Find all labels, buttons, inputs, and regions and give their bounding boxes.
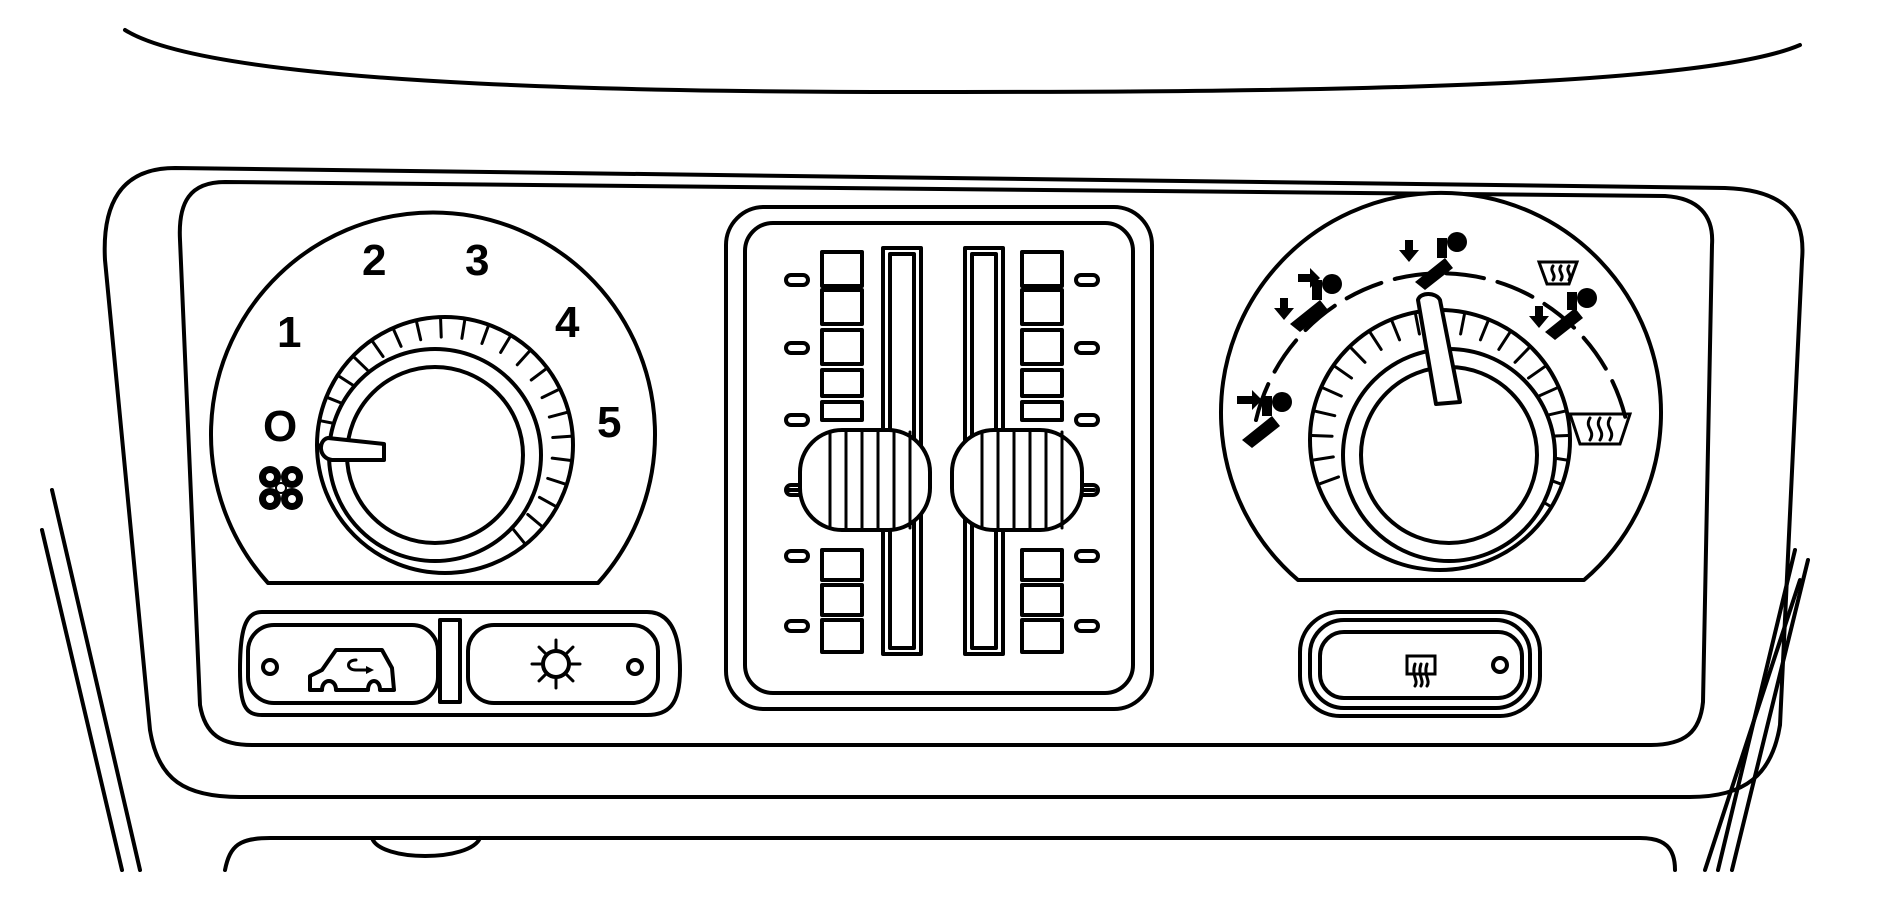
- fan-speed-knob[interactable]: [315, 315, 575, 575]
- temperature-slider-panel: [724, 205, 1154, 711]
- temperature-tick-mark: [784, 549, 810, 563]
- fan-scale-off: O: [263, 402, 297, 451]
- rear-defogger-button[interactable]: [1318, 630, 1524, 700]
- vent-mode-icon: [1237, 390, 1292, 448]
- temperature-scale-segment: [820, 548, 864, 582]
- air-conditioning-button[interactable]: [466, 623, 660, 705]
- temperature-tick-mark: [1074, 549, 1100, 563]
- temperature-scale-segment: [820, 583, 864, 617]
- temperature-tick-mark: [1074, 273, 1100, 287]
- right-button-bezel: [1298, 610, 1542, 718]
- knob-grip-ridge: [1478, 319, 1490, 342]
- fan-scale-1: 1: [277, 308, 301, 357]
- temperature-scale-segment: [1020, 288, 1064, 326]
- knob-grip-ridge: [439, 317, 443, 339]
- knob-grip-ridge: [460, 319, 467, 340]
- snowflake-icon: [530, 638, 582, 690]
- temperature-tick-mark: [1074, 341, 1100, 355]
- inner-bezel: [177, 180, 1715, 747]
- fan-control: O 1 2 3 4 5: [209, 210, 657, 585]
- knob-grip-ridge: [1513, 346, 1531, 364]
- knob-grip-ridge: [550, 456, 572, 462]
- knob-grip-ridge: [540, 388, 560, 400]
- fan-scale-5: 5: [597, 398, 621, 447]
- temperature-scale-segment: [1020, 368, 1064, 398]
- temperature-scale-segment: [820, 368, 864, 398]
- knob-grip-ridge: [1312, 455, 1335, 462]
- fan-scale-2: 2: [362, 236, 386, 285]
- knob-grip-ridge: [537, 495, 557, 508]
- knob-grip-ridge: [546, 476, 567, 486]
- knob-grip-ridge: [371, 340, 385, 359]
- knob-grip-ridge: [1333, 365, 1354, 380]
- floor-defrost-mode-icon: [1529, 260, 1597, 340]
- bi-level-mode-icon: [1274, 268, 1342, 332]
- temperature-tick-mark: [1074, 619, 1100, 633]
- knob-grip-ridge: [515, 349, 531, 367]
- knob-grip-ridge: [529, 367, 548, 382]
- knob-grip-ridge: [392, 328, 403, 348]
- knob-grip-ridge: [1459, 312, 1466, 336]
- knob-grip-ridge: [499, 335, 512, 354]
- temperature-scale-segment: [1020, 618, 1064, 654]
- temperature-scale-segment: [820, 400, 864, 422]
- snowflake-ray: [563, 671, 575, 683]
- knob-grip-ridge: [352, 355, 369, 372]
- recirculation-button[interactable]: [246, 623, 440, 705]
- mode-scale-arc: [1254, 271, 1628, 422]
- knob-grip-ridge: [511, 527, 526, 545]
- knob-grip-ridge: [1497, 331, 1512, 351]
- knob-grip-ridge: [1526, 365, 1547, 380]
- recirculation-car-icon: [308, 648, 396, 692]
- right-temperature-slider[interactable]: [950, 428, 1096, 532]
- knob-grip-ridge: [1321, 386, 1343, 398]
- temperature-tick-mark: [784, 273, 810, 287]
- temperature-tick-mark: [784, 413, 810, 427]
- temperature-scale-segment: [820, 288, 864, 326]
- temperature-scale-segment: [1020, 548, 1064, 582]
- snowflake-ray: [563, 645, 575, 657]
- knob-grip-ridge: [1414, 312, 1421, 336]
- knob-grip-ridge: [1390, 319, 1402, 342]
- temperature-scale-segment: [1020, 250, 1064, 288]
- knob-grip-ridge: [1537, 386, 1559, 398]
- temperature-scale-segment: [1020, 400, 1064, 422]
- temperature-scale-segment: [820, 618, 864, 654]
- temperature-scale-segment: [1020, 328, 1064, 366]
- mode-control: [1219, 190, 1663, 582]
- fan-scale-4: 4: [555, 298, 580, 347]
- temperature-tick-mark: [1074, 413, 1100, 427]
- knob-grip-ridge: [415, 320, 423, 342]
- knob-grip-ridge: [1310, 434, 1334, 438]
- rear-defogger-icon: [1405, 654, 1437, 688]
- temperature-scale-segment: [1020, 583, 1064, 617]
- knob-grip-ridge: [526, 512, 544, 528]
- snowflake-ray: [537, 671, 549, 683]
- fan-knob-pointer: [319, 436, 386, 462]
- knob-grip-ridge: [337, 374, 356, 388]
- fan-scale-3: 3: [465, 236, 489, 285]
- knob-grip-ridge: [480, 325, 490, 346]
- temperature-tick-mark: [784, 619, 810, 633]
- outer-bezel: [102, 166, 1805, 799]
- knob-grip-ridge: [1313, 409, 1337, 418]
- knob-grip-ridge: [1349, 346, 1367, 364]
- floor-mode-icon: [1399, 232, 1467, 290]
- knob-grip-ridge: [551, 434, 573, 439]
- left-temperature-slider[interactable]: [786, 428, 932, 532]
- fan-icon: [259, 466, 303, 510]
- defrost-mode-icon: [1567, 412, 1633, 446]
- temperature-scale-segment: [820, 250, 864, 288]
- knob-grip-ridge: [1368, 331, 1383, 351]
- mode-knob-pointer: [1416, 292, 1462, 406]
- temperature-scale-segment: [820, 328, 864, 366]
- temperature-tick-mark: [784, 341, 810, 355]
- snowflake-ray: [537, 645, 549, 657]
- fan-scale: O 1 2 3 4 5: [263, 236, 621, 451]
- knob-grip-ridge: [1318, 475, 1341, 486]
- knob-grip-ridge: [547, 410, 569, 419]
- mode-knob[interactable]: [1308, 292, 1572, 572]
